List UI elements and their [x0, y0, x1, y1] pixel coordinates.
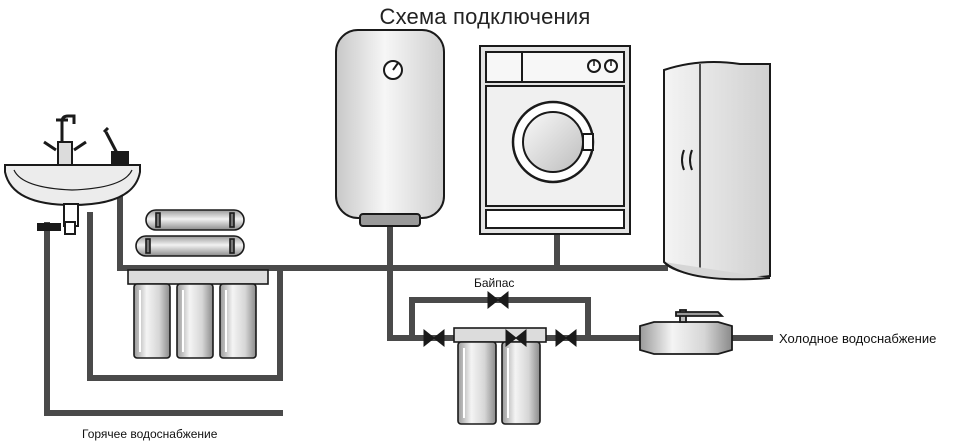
filtered-return-pipe: [87, 212, 283, 381]
valve-icon: [505, 328, 527, 348]
water-heater-tank: [335, 29, 445, 219]
mixer-tap-icon: [43, 114, 87, 166]
membrane-housing-bottom: [135, 235, 245, 257]
ro-prefilters: [127, 269, 269, 359]
bypass-label: Байпас: [474, 276, 515, 290]
valve-icon: [555, 328, 577, 348]
main-line-filters: [453, 327, 547, 425]
prefilter-1: [133, 283, 171, 359]
main-filter-1: [457, 341, 497, 425]
hot-water-pipe: [44, 222, 283, 416]
ro-membranes: [135, 209, 245, 257]
sink-drain: [37, 223, 61, 231]
diagram-title: Схема подключения: [379, 4, 591, 29]
shower-cabin: [663, 61, 771, 281]
sink: [4, 114, 141, 235]
valve-icon: [423, 328, 445, 348]
prefilter-3: [219, 283, 257, 359]
prefilter-2: [176, 283, 214, 359]
valves: [423, 290, 577, 348]
washing-machine: [479, 45, 631, 235]
filtered-faucet-icon: [102, 126, 129, 165]
water-heater: [335, 29, 445, 227]
valve-icon: [487, 290, 509, 310]
membrane-housing-top: [145, 209, 245, 231]
regulator-handle-icon: [675, 311, 725, 317]
pressure-regulator-body: [639, 321, 733, 355]
pipes: [44, 187, 773, 416]
shower-cabin-enclosure: [663, 61, 771, 279]
pressure-regulator: [639, 309, 733, 355]
cold-water-label: Холодное водоснабжение: [779, 331, 937, 346]
hot-water-label: Горячее водоснабжение: [82, 427, 218, 441]
